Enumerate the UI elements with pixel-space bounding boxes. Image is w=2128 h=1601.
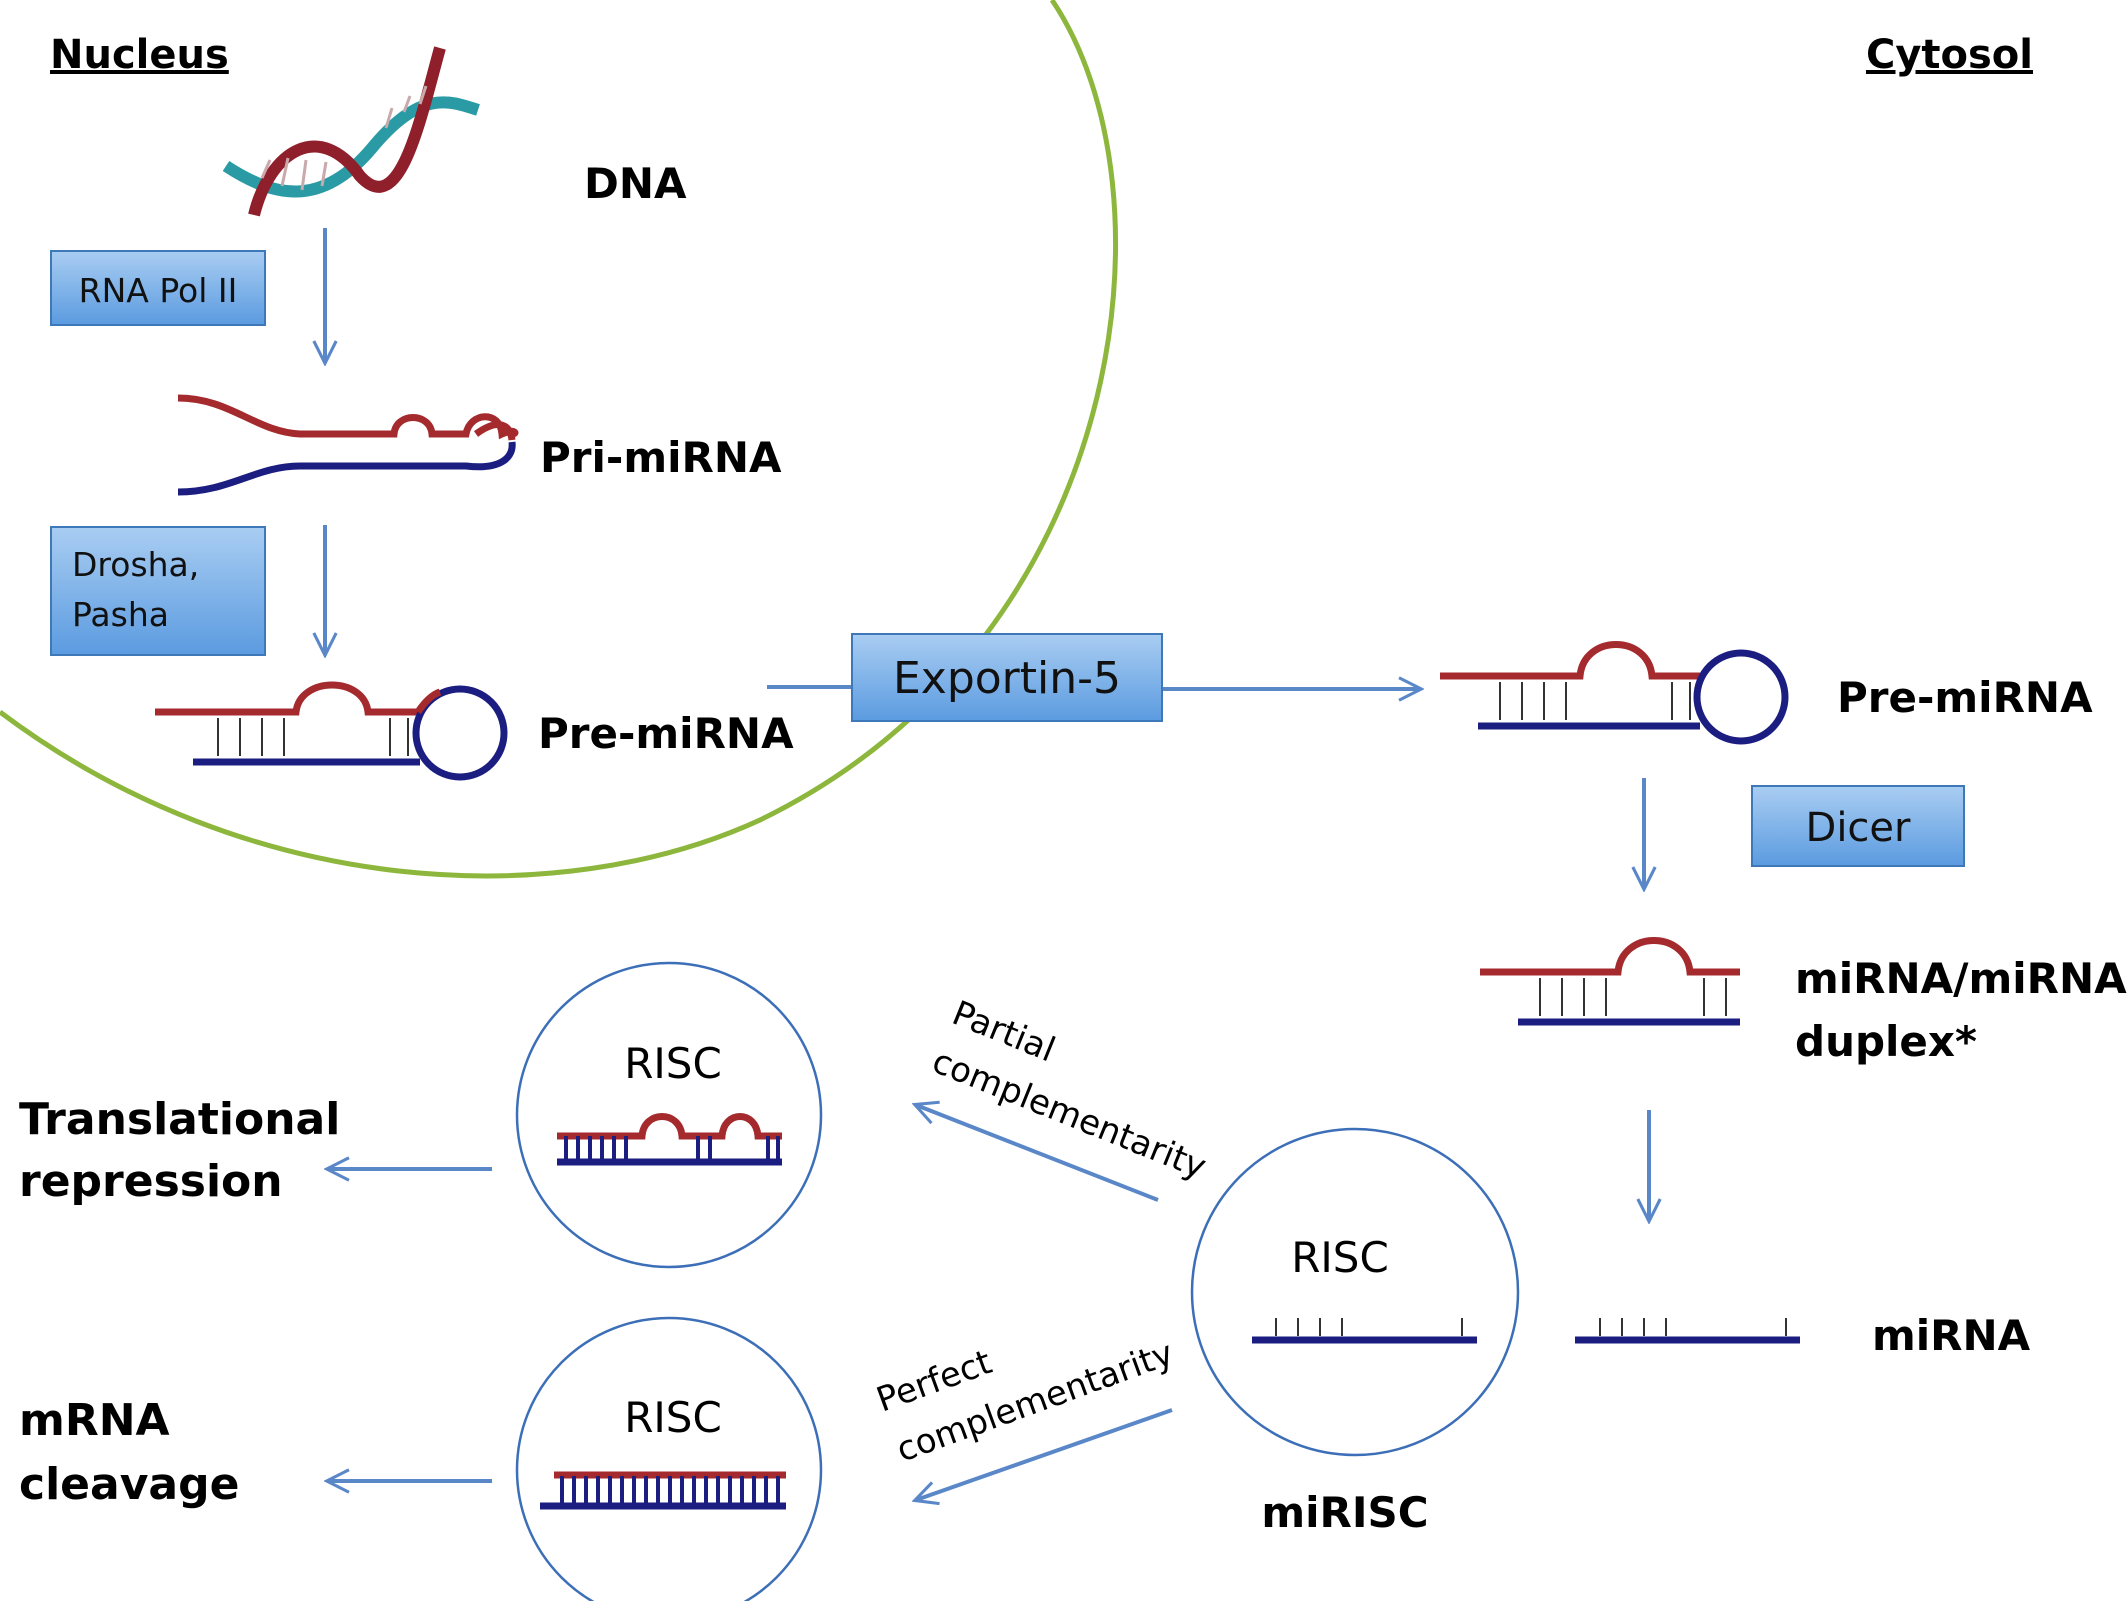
- mirna-label: miRNA: [1872, 1311, 2031, 1360]
- drosha-pasha-box: [50, 526, 266, 656]
- cleavage-label-line2: cleavage: [19, 1459, 239, 1510]
- mature-mirna-strand: [1575, 1318, 1800, 1344]
- exportin-5-label: Exportin-5: [893, 653, 1121, 704]
- pri-mirna-hairpin: [177, 394, 519, 496]
- mirisc-strand: [1252, 1318, 1477, 1344]
- risc-partial-duplex: [557, 1113, 782, 1166]
- risc-partial-label: RISC: [624, 1039, 722, 1088]
- duplex-label-line2: duplex*: [1795, 1017, 1977, 1066]
- cleavage-label-line1: mRNA: [19, 1395, 170, 1446]
- rna-pol-ii-label: RNA Pol II: [79, 271, 238, 310]
- nucleus-heading: Nucleus: [50, 32, 229, 78]
- mirisc-risc-label: RISC: [1291, 1233, 1389, 1282]
- pre-mirna-cytosol-hairpin: [1440, 641, 1789, 745]
- drosha-label-line2: Pasha: [72, 595, 169, 634]
- nuclear-membrane: [0, 0, 1119, 879]
- duplex-structure: [1480, 937, 1740, 1026]
- arrow-perfect-complementarity: [916, 1408, 1173, 1500]
- duplex-label-line1: miRNA/miRNA: [1795, 954, 2127, 1003]
- pre-mirna-nucleus-hairpin: [155, 681, 508, 781]
- risc-perfect-circle: [515, 1316, 823, 1601]
- cytosol-heading: Cytosol: [1866, 32, 2033, 78]
- pre-mirna-cytosol-label: Pre-miRNA: [1837, 673, 2093, 722]
- translational-label-line1: Translational: [19, 1094, 340, 1145]
- pre-mirna-nucleus-label: Pre-miRNA: [538, 709, 794, 758]
- risc-perfect-duplex: [540, 1471, 786, 1510]
- dna-helix-icon: [222, 46, 480, 217]
- dicer-label: Dicer: [1806, 805, 1912, 851]
- risc-perfect-label: RISC: [624, 1393, 722, 1442]
- dicer-box: [1751, 785, 1965, 867]
- drosha-label-line1: Drosha,: [72, 545, 199, 584]
- mirisc-circle: [1190, 1127, 1520, 1457]
- pri-mirna-label: Pri-miRNA: [540, 433, 782, 482]
- exportin-5-box: [851, 633, 1163, 722]
- rna-pol-ii-box: [50, 250, 266, 326]
- mirisc-label: miRISC: [1261, 1488, 1428, 1537]
- arrow-partial-complementarity: [916, 1105, 1159, 1202]
- dna-label: DNA: [584, 159, 687, 208]
- translational-label-line2: repression: [19, 1156, 283, 1207]
